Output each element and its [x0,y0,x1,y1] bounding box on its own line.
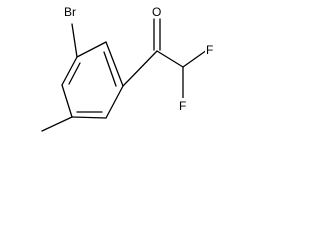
bromine-label: Br [64,5,76,19]
ring-double-bond-inner-1 [68,62,81,85]
fluorine-top-label: F [206,43,213,57]
bond-ring-carbonyl [122,50,158,87]
bond-methyl [41,116,73,132]
chemical-structure: Br O F F [41,3,216,132]
benzene-ring [61,41,124,119]
oxygen-label: O [152,5,161,19]
f-top-label-background [205,41,216,56]
ring-bond-c6-c1 [105,41,124,87]
ring-bond-c3-c4 [61,84,73,118]
fluorine-bottom-label: F [179,99,186,113]
bond-carbonyl-chf2 [156,50,184,68]
bond-c2-br [71,23,78,58]
ring-double-bond-inner-3 [103,51,117,87]
ring-bond-c2-c3 [61,56,78,86]
ring-bond-c4-c5 [71,116,107,119]
br-label-background [63,3,81,18]
o-label-background [151,3,163,18]
bond-cf-top [182,49,208,68]
ring-bond-c1-c2 [76,41,107,58]
f-bottom-label-background [178,98,189,113]
ring-bond-c5-c6 [105,85,124,119]
